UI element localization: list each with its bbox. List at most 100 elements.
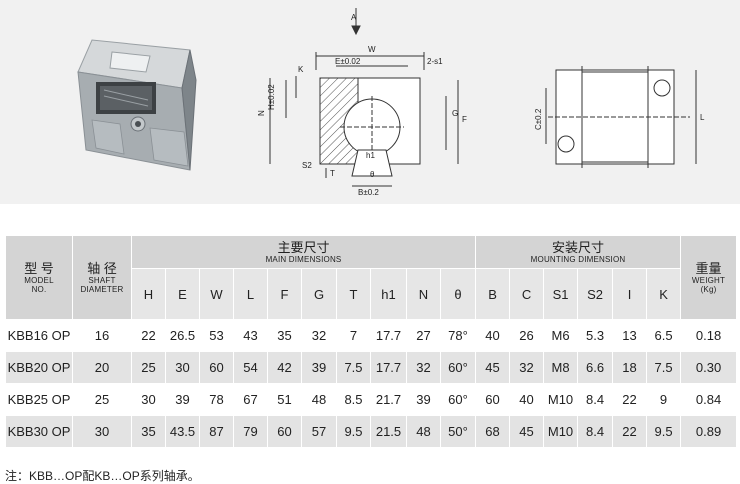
cell-θ: 60° (439, 351, 477, 384)
cell-K: 9.5 (646, 415, 682, 448)
header-weight-en2: (Kg) (700, 284, 717, 294)
cell-h1: 21.5 (370, 415, 407, 448)
header-mount-en: MOUNTING DIMENSION (530, 254, 626, 264)
col-G: G (301, 268, 337, 320)
cell-S2: 8.4 (577, 383, 614, 416)
col-I: I (612, 268, 648, 320)
cell-C: 45 (509, 415, 545, 448)
side-view (545, 66, 697, 168)
header-mounting-dimension: 安装尺寸 MOUNTING DIMENSION (475, 235, 682, 269)
cell-weight: 0.30 (680, 351, 738, 384)
cell-S1: M10 (543, 415, 579, 448)
cell-S2: 8.4 (577, 415, 614, 448)
header-shaft-en2: DIAMETER (80, 284, 124, 294)
cell-T: 9.5 (336, 415, 371, 448)
cell-T: 7.5 (336, 351, 371, 384)
cell-S1: M8 (543, 351, 579, 384)
cell-W: 78 (199, 383, 234, 416)
header-main-en: MAIN DIMENSIONS (265, 254, 342, 264)
cell-S2: 5.3 (577, 319, 614, 352)
cell-model: KBB25 OP (5, 383, 73, 416)
drawing-area: A W E±0.02 2-s1 K H±0.02 N G F S2 h1 θ T… (0, 0, 740, 204)
cell-W: 53 (199, 319, 234, 352)
cell-T: 8.5 (336, 383, 371, 416)
header-weight-en1: WEIGHT (691, 275, 726, 285)
header-main-cn: 主要尺寸 (277, 239, 330, 255)
cell-G: 57 (301, 415, 337, 448)
cell-h1: 21.7 (370, 383, 407, 416)
label-h1: h1 (366, 151, 375, 160)
col-W: W (199, 268, 234, 320)
header-shaft-en1: SHAFT (88, 275, 116, 285)
header-weight: 重量 WEIGHT (Kg) (680, 235, 738, 320)
cell-L: 79 (233, 415, 268, 448)
front-view (269, 8, 459, 187)
cell-F: 42 (267, 351, 302, 384)
label-L: L (700, 113, 705, 122)
cell-h1: 17.7 (370, 351, 407, 384)
header-shaft: 轴 径 SHAFT DIAMETER (72, 235, 132, 320)
cell-F: 60 (267, 415, 302, 448)
cell-W: 60 (199, 351, 234, 384)
cell-H: 35 (131, 415, 166, 448)
col-S2: S2 (577, 268, 614, 320)
cell-B: 60 (475, 383, 511, 416)
cell-N: 32 (406, 351, 441, 384)
cell-H: 22 (131, 319, 166, 352)
label-A: A (351, 13, 357, 22)
cell-model: KBB20 OP (5, 351, 73, 384)
col-theta: θ (439, 268, 477, 320)
cell-N: 48 (406, 415, 441, 448)
cell-model: KBB30 OP (5, 415, 73, 448)
label-G: G (452, 109, 458, 118)
cell-shaft: 16 (72, 319, 132, 352)
cell-I: 22 (612, 383, 648, 416)
product-image (77, 39, 197, 171)
cell-H: 30 (131, 383, 166, 416)
cell-θ: 50° (439, 415, 477, 448)
cell-B: 68 (475, 415, 511, 448)
cell-H: 25 (131, 351, 166, 384)
label-W: W (368, 45, 376, 54)
header-weight-cn: 重量 (695, 260, 722, 276)
col-K: K (646, 268, 682, 320)
cell-S1: M6 (543, 319, 579, 352)
cell-E: 43.5 (165, 415, 200, 448)
cell-C: 40 (509, 383, 545, 416)
cell-L: 67 (233, 383, 268, 416)
cell-h1: 17.7 (370, 319, 407, 352)
footnote: 注：KBB…OP配KB…OP系列轴承。 (5, 469, 200, 483)
cell-S2: 6.6 (577, 351, 614, 384)
cell-shaft: 25 (72, 383, 132, 416)
col-S1: S1 (543, 268, 579, 320)
cell-E: 30 (165, 351, 200, 384)
label-K: K (298, 65, 304, 74)
header-shaft-cn: 轴 径 (87, 260, 117, 276)
label-H: H±0.02 (267, 84, 276, 110)
header-main-dimensions: 主要尺寸 MAIN DIMENSIONS (130, 235, 477, 269)
cell-K: 9 (646, 383, 682, 416)
col-C: C (509, 268, 545, 320)
cell-F: 51 (267, 383, 302, 416)
header-model-cn: 型 号 (24, 260, 54, 276)
col-B: B (475, 268, 511, 320)
cell-I: 22 (612, 415, 648, 448)
cell-N: 27 (406, 319, 441, 352)
cell-I: 18 (612, 351, 648, 384)
technical-drawing: A W E±0.02 2-s1 K H±0.02 N G F S2 h1 θ T… (77, 8, 705, 197)
cell-N: 39 (406, 383, 441, 416)
cell-shaft: 30 (72, 415, 132, 448)
cell-F: 35 (267, 319, 302, 352)
cell-weight: 0.18 (680, 319, 738, 352)
cell-C: 26 (509, 319, 545, 352)
cell-θ: 60° (439, 383, 477, 416)
label-T: T (330, 169, 335, 178)
label-F: F (462, 115, 467, 124)
header-mount-cn: 安装尺寸 (552, 239, 605, 255)
cell-K: 6.5 (646, 319, 682, 352)
cell-θ: 78° (439, 319, 477, 352)
cell-G: 39 (301, 351, 337, 384)
cell-L: 54 (233, 351, 268, 384)
